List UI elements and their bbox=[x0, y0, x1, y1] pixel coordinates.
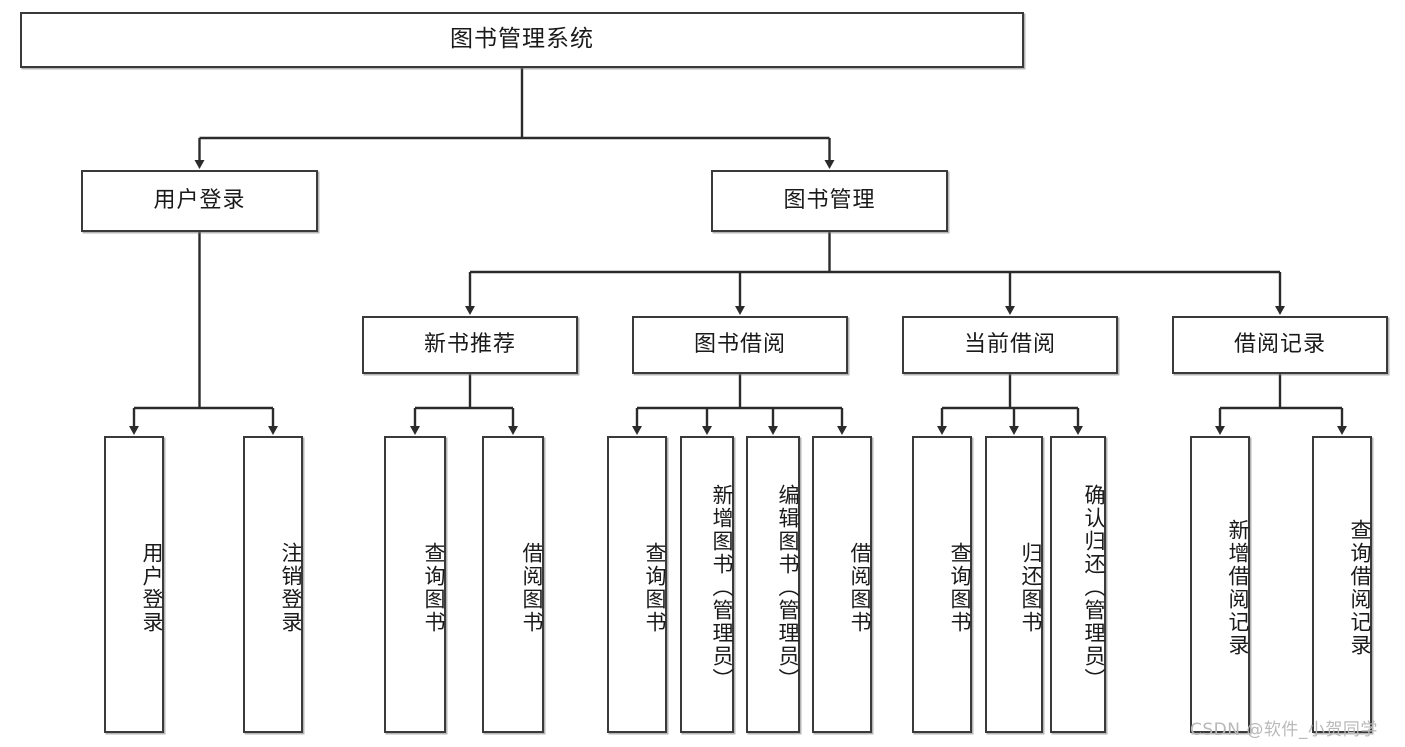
node-leaf-borrow-book-1[interactable]: 借阅图书 bbox=[482, 436, 544, 733]
node-leaf-borrow-book-2[interactable]: 借阅图书 bbox=[812, 436, 872, 733]
node-label: 注销登录 bbox=[279, 541, 303, 634]
node-label: 新书推荐 bbox=[423, 331, 516, 357]
node-leaf-query-book-1[interactable]: 查询图书 bbox=[384, 436, 446, 733]
node-leaf-edit-book-admin[interactable]: 编辑图书（管理员） bbox=[746, 436, 800, 733]
node-book-borrow[interactable]: 图书借阅 bbox=[632, 316, 848, 374]
node-label: 新增图书（管理员） bbox=[710, 484, 734, 691]
node-new-book-recommend[interactable]: 新书推荐 bbox=[362, 316, 578, 374]
node-label: 当前借阅 bbox=[963, 331, 1056, 357]
node-leaf-confirm-return-admin[interactable]: 确认归还（管理员） bbox=[1050, 436, 1106, 733]
node-leaf-return-book[interactable]: 归还图书 bbox=[985, 436, 1043, 733]
node-leaf-query-book-3[interactable]: 查询图书 bbox=[912, 436, 972, 733]
watermark-text: CSDN @软件_小贺同学 bbox=[1190, 720, 1378, 740]
node-label: 查询借阅记录 bbox=[1348, 518, 1372, 657]
node-label: 确认归还（管理员） bbox=[1082, 484, 1106, 691]
node-label: 查询图书 bbox=[643, 541, 667, 634]
node-leaf-query-book-2[interactable]: 查询图书 bbox=[607, 436, 667, 733]
node-label: 归还图书 bbox=[1019, 541, 1043, 634]
node-label: 借阅图书 bbox=[848, 541, 872, 634]
node-label: 借阅记录 bbox=[1233, 331, 1326, 357]
node-label: 用户登录 bbox=[140, 541, 164, 634]
node-label: 查询图书 bbox=[948, 541, 972, 634]
node-user-login[interactable]: 用户登录 bbox=[81, 170, 318, 232]
node-borrow-record[interactable]: 借阅记录 bbox=[1172, 316, 1388, 374]
node-label: 新增借阅记录 bbox=[1226, 518, 1250, 657]
node-label: 用户登录 bbox=[153, 187, 246, 213]
node-label: 借阅图书 bbox=[520, 541, 544, 634]
node-label: 查询图书 bbox=[422, 541, 446, 634]
node-book-management[interactable]: 图书管理 bbox=[711, 170, 948, 232]
node-root-system[interactable]: 图书管理系统 bbox=[20, 12, 1024, 68]
node-label: 图书管理 bbox=[783, 187, 876, 213]
node-leaf-add-borrow-record[interactable]: 新增借阅记录 bbox=[1190, 436, 1250, 733]
node-current-borrow[interactable]: 当前借阅 bbox=[902, 316, 1118, 374]
node-label: 图书管理系统 bbox=[450, 26, 594, 53]
node-label: 编辑图书（管理员） bbox=[776, 484, 800, 691]
node-leaf-add-book-admin[interactable]: 新增图书（管理员） bbox=[680, 436, 734, 733]
node-leaf-user-login[interactable]: 用户登录 bbox=[104, 436, 164, 733]
node-label: 图书借阅 bbox=[693, 331, 786, 357]
node-leaf-query-borrow-record[interactable]: 查询借阅记录 bbox=[1312, 436, 1372, 733]
node-leaf-logout-login[interactable]: 注销登录 bbox=[243, 436, 303, 733]
